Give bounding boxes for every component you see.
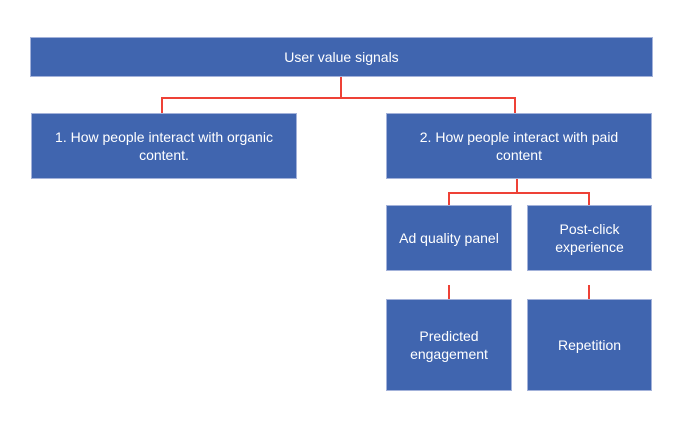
node-organic-interaction-label: 1. How people interact with organic cont…: [55, 128, 273, 163]
connector-paid-stem: [516, 179, 518, 194]
node-predicted-engagement: Predicted engagement: [386, 299, 512, 391]
node-ad-quality-panel-label: Ad quality panel: [399, 229, 499, 246]
node-user-value-signals: User value signals: [30, 37, 653, 77]
connector-drop-post-click: [588, 192, 590, 205]
node-post-click-experience-label: Post-click experience: [555, 220, 624, 255]
node-organic-interaction: 1. How people interact with organic cont…: [31, 113, 297, 179]
connector-drop-paid: [514, 97, 516, 113]
node-repetition-label: Repetition: [557, 336, 622, 353]
connector-stem-repetition: [588, 285, 590, 299]
node-predicted-engagement-label: Predicted engagement: [410, 327, 488, 362]
connector-drop-ad-quality: [448, 192, 450, 205]
connector-level2-horizontal: [448, 192, 590, 194]
connector-drop-organic: [161, 97, 163, 113]
node-paid-interaction: 2. How people interact with paid content: [386, 113, 652, 179]
node-ad-quality-panel: Ad quality panel: [386, 205, 512, 271]
connector-stem-predicted: [448, 285, 450, 299]
node-post-click-experience: Post-click experience: [527, 205, 652, 271]
connector-root-stem: [340, 77, 342, 98]
connector-level1-horizontal: [161, 97, 516, 99]
node-user-value-signals-label: User value signals: [284, 48, 399, 65]
node-repetition: Repetition: [527, 299, 652, 391]
node-paid-interaction-label: 2. How people interact with paid content: [419, 128, 619, 163]
